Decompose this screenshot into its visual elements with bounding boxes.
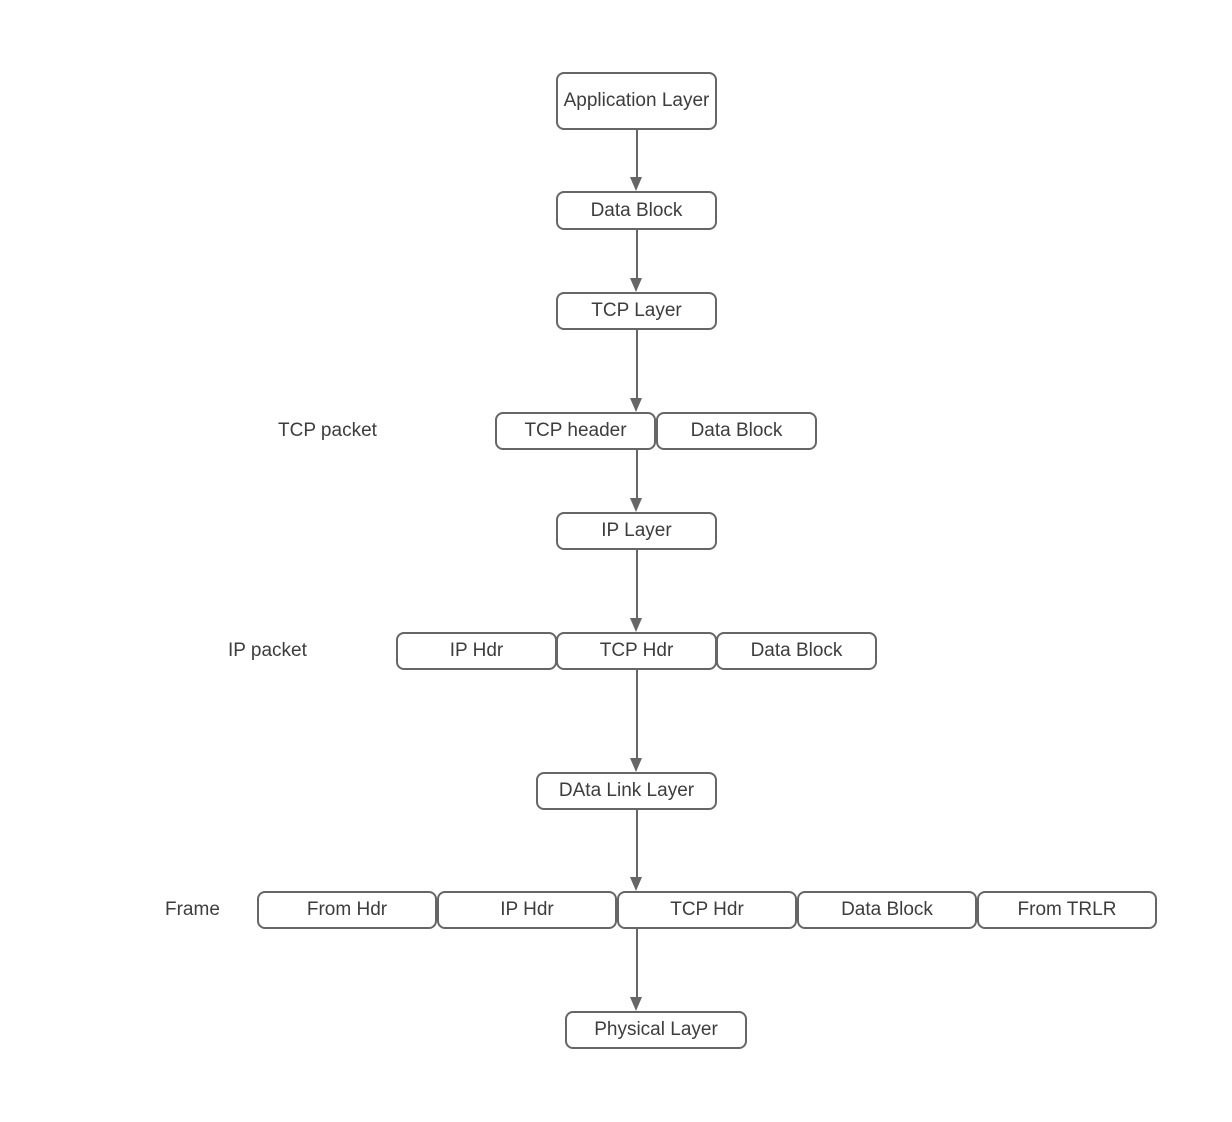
arrow-line	[635, 550, 638, 620]
node-frame-from-hdr: From Hdr	[257, 891, 437, 929]
arrow-datalink-to-frame	[630, 810, 643, 891]
node-tcp-header: TCP header	[495, 412, 656, 450]
node-tcp-hdr: TCP Hdr	[556, 632, 717, 670]
node-tcp-layer: TCP Layer	[556, 292, 717, 330]
node-data-block-1: Data Block	[556, 191, 717, 230]
node-data-block-2: Data Block	[656, 412, 817, 450]
arrow-head-icon	[630, 278, 642, 292]
node-data-block-3: Data Block	[716, 632, 877, 670]
arrow-line	[635, 330, 638, 400]
arrow-iplayer-to-ippacket	[630, 550, 643, 632]
arrow-frame-to-physical	[630, 929, 643, 1011]
arrow-head-icon	[630, 177, 642, 191]
arrow-head-icon	[630, 997, 642, 1011]
node-frame-from-trlr: From TRLR	[977, 891, 1157, 929]
label-ip-packet: IP packet	[228, 640, 307, 661]
arrow-head-icon	[630, 877, 642, 891]
arrow-line	[635, 670, 638, 760]
node-ip-layer: IP Layer	[556, 512, 717, 550]
node-application-layer: Application Layer	[556, 72, 717, 130]
node-physical-layer: Physical Layer	[565, 1011, 747, 1049]
arrow-tcplayer-to-tcppacket	[630, 330, 643, 412]
arrow-line	[635, 450, 638, 500]
arrow-datablock-to-tcplayer	[630, 230, 643, 292]
arrow-line	[635, 929, 638, 999]
label-frame: Frame	[165, 899, 220, 920]
node-ip-hdr: IP Hdr	[396, 632, 557, 670]
arrow-head-icon	[630, 498, 642, 512]
arrow-line	[635, 130, 638, 179]
node-frame-ip-hdr: IP Hdr	[437, 891, 617, 929]
arrow-head-icon	[630, 758, 642, 772]
node-data-link-layer: DAta Link Layer	[536, 772, 717, 810]
arrow-tcppacket-to-iplayer	[630, 450, 643, 512]
arrow-app-to-datablock	[630, 130, 643, 191]
arrow-line	[635, 230, 638, 280]
node-frame-data-block: Data Block	[797, 891, 977, 929]
arrow-head-icon	[630, 618, 642, 632]
arrow-line	[635, 810, 638, 879]
arrow-head-icon	[630, 398, 642, 412]
node-frame-tcp-hdr: TCP Hdr	[617, 891, 797, 929]
label-tcp-packet: TCP packet	[278, 420, 377, 441]
arrow-ippacket-to-datalink	[630, 670, 643, 772]
